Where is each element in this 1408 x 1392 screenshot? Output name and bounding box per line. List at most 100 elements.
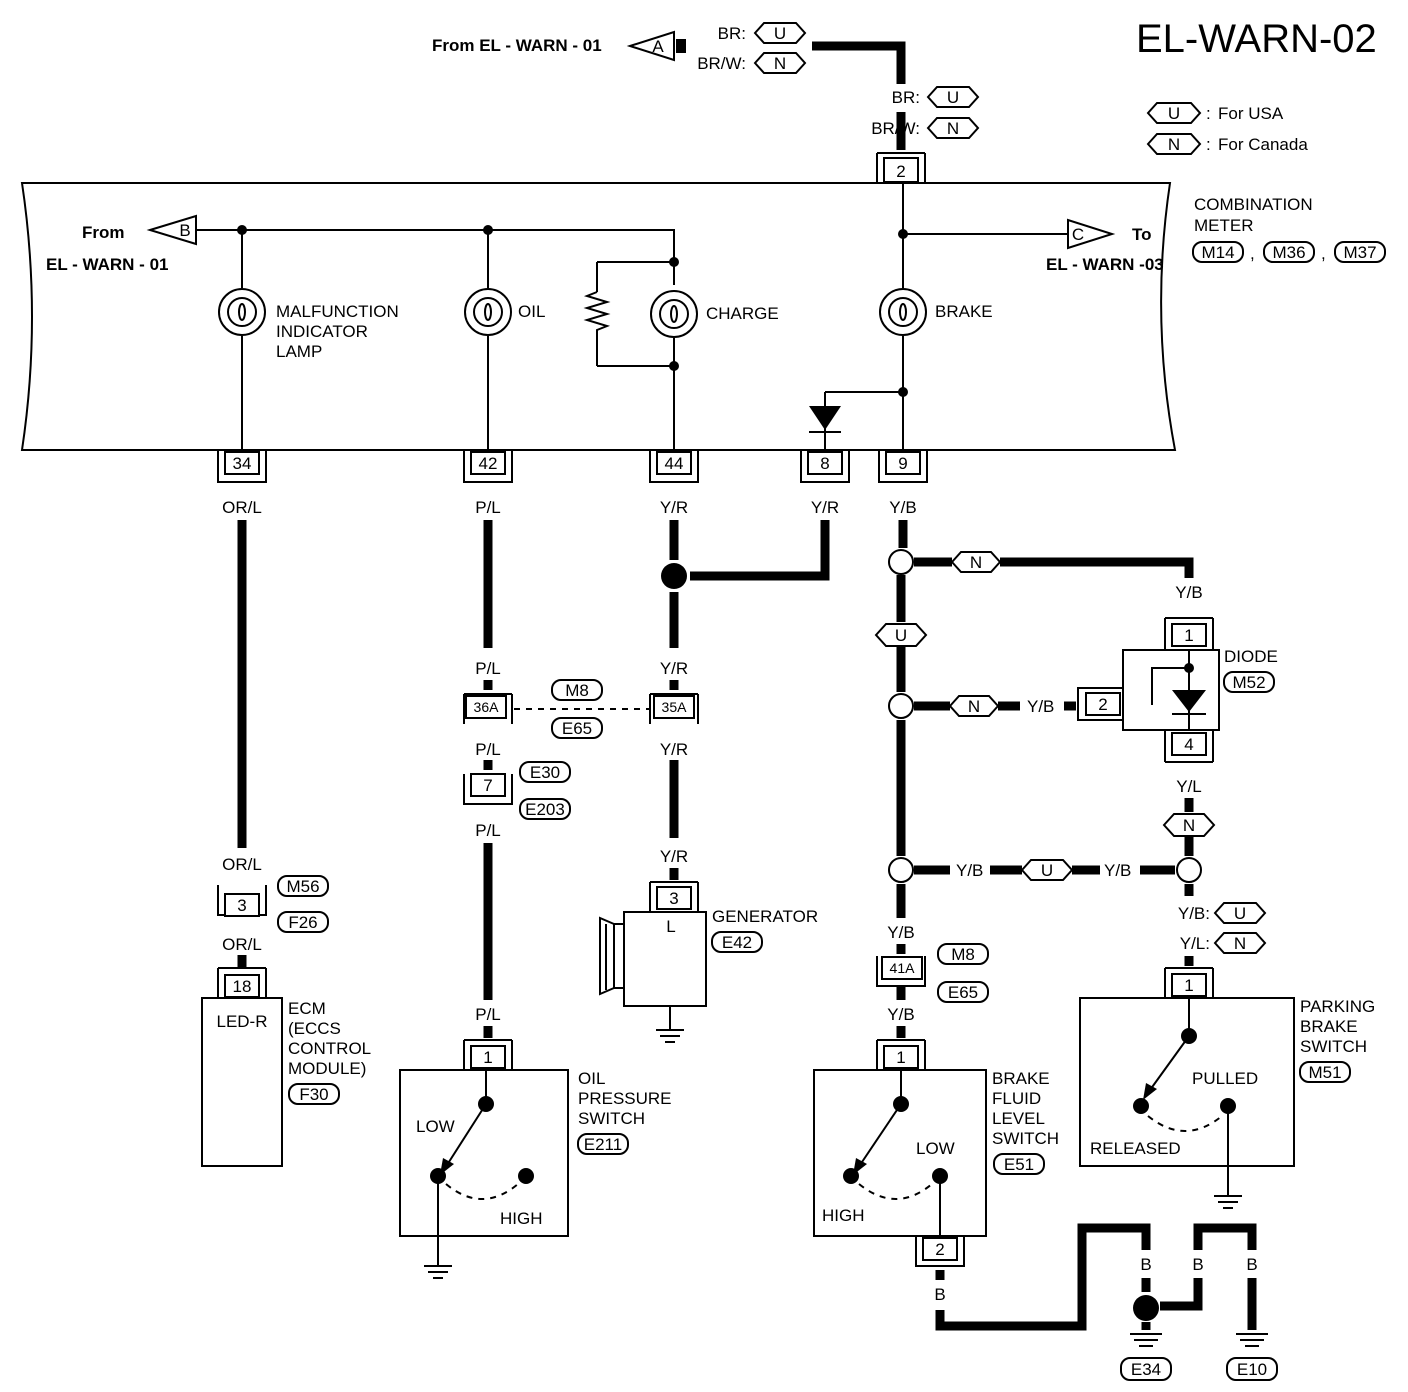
svg-text:BR:: BR:: [718, 24, 746, 43]
svg-text:E51: E51: [1004, 1155, 1034, 1174]
mil-circuit: OR/L OR/L 3 M56 F26 OR/L 18: [217, 498, 329, 998]
brake-fluid-level-switch: LOW HIGH BRAKE FLUID LEVEL SWITCH E51 2 …: [813, 1069, 1059, 1304]
svg-text:GENERATOR: GENERATOR: [712, 907, 818, 926]
svg-text:E30: E30: [530, 763, 560, 782]
svg-text:BRAKE: BRAKE: [992, 1069, 1050, 1088]
oil-circuit: P/L P/L 36A M8 E65 P/L 7 E30 E203 P/L P/…: [463, 498, 650, 1070]
svg-text:OR/L: OR/L: [222, 935, 262, 954]
svg-text:Y/B: Y/B: [887, 923, 914, 942]
svg-text:N: N: [970, 553, 982, 572]
svg-text:M52: M52: [1232, 673, 1265, 692]
svg-text:N: N: [774, 54, 786, 73]
svg-text:,: ,: [1321, 244, 1326, 263]
svg-text:COMBINATION: COMBINATION: [1194, 195, 1313, 214]
svg-text:N: N: [1234, 934, 1246, 953]
ref-from-b: From EL - WARN - 01 B: [46, 214, 197, 274]
top-feed: From EL - WARN - 01 A BR: U BR/W: N BR: …: [432, 22, 980, 183]
svg-text:3: 3: [669, 889, 678, 908]
svg-text:SWITCH: SWITCH: [1300, 1037, 1367, 1056]
ground-circuit: B B B E34 E10: [935, 1223, 1278, 1381]
svg-text:From: From: [82, 223, 125, 242]
svg-text:2: 2: [896, 162, 905, 181]
svg-text:1: 1: [483, 1048, 492, 1067]
svg-text:DIODE: DIODE: [1224, 647, 1278, 666]
legend-usa: For USA: [1218, 104, 1284, 123]
svg-text:N: N: [968, 697, 980, 716]
svg-text:From EL - WARN - 01: From EL - WARN - 01: [432, 36, 602, 55]
svg-text:EL - WARN -03: EL - WARN -03: [1046, 255, 1164, 274]
brake-circuit: Y/B N Y/B U N Y/B Y/B U Y/B Y/B 41A: [874, 498, 1203, 1070]
svg-text:Y/L:: Y/L:: [1180, 934, 1210, 953]
legend: U : For USA N : For Canada: [1146, 102, 1308, 155]
svg-text:E211: E211: [584, 1135, 622, 1154]
svg-text:44: 44: [665, 454, 684, 473]
svg-text:Y/B: Y/B: [956, 861, 983, 880]
svg-text:36A: 36A: [474, 699, 500, 715]
svg-text:A: A: [652, 37, 664, 56]
legend-canada: For Canada: [1218, 135, 1308, 154]
svg-text:L: L: [666, 917, 675, 936]
svg-text:BR/W:: BR/W:: [871, 119, 920, 138]
page-title: EL-WARN-02: [1136, 17, 1377, 61]
svg-text:PARKING: PARKING: [1300, 997, 1375, 1016]
svg-text:OIL: OIL: [518, 302, 545, 321]
parking-brake-switch: PULLED RELEASED PARKING BRAKE SWITCH M51: [1079, 997, 1375, 1209]
svg-text:SWITCH: SWITCH: [992, 1129, 1059, 1148]
svg-text:E10: E10: [1237, 1360, 1267, 1379]
svg-text:C: C: [1072, 225, 1084, 244]
combination-meter-label: COMBINATION METER M14 , M36 , M37: [1192, 195, 1386, 263]
oil-pressure-switch: LOW HIGH OIL PRESSURE SWITCH E211: [399, 1069, 672, 1279]
svg-text:B: B: [179, 221, 190, 240]
svg-text:M14: M14: [1201, 243, 1234, 262]
svg-text:FLUID: FLUID: [992, 1089, 1041, 1108]
svg-text:U: U: [774, 24, 786, 43]
svg-text:F30: F30: [299, 1085, 328, 1104]
svg-text:BRAKE: BRAKE: [1300, 1017, 1358, 1036]
svg-text:PULLED: PULLED: [1192, 1069, 1258, 1088]
svg-text:Y/R: Y/R: [811, 498, 839, 517]
svg-text:1: 1: [1184, 976, 1193, 995]
svg-text:B: B: [1246, 1255, 1257, 1274]
svg-text:HIGH: HIGH: [822, 1206, 865, 1225]
svg-text:Y/L: Y/L: [1176, 777, 1202, 796]
svg-text:Y/B: Y/B: [1027, 697, 1054, 716]
svg-text:B: B: [934, 1285, 945, 1304]
svg-text:CHARGE: CHARGE: [706, 304, 779, 323]
svg-text:CONTROL: CONTROL: [288, 1039, 371, 1058]
svg-text:LAMP: LAMP: [276, 342, 322, 361]
svg-text:ECM: ECM: [288, 999, 326, 1018]
svg-text:Y/B: Y/B: [889, 498, 916, 517]
svg-text:2: 2: [935, 1240, 944, 1259]
svg-text:(ECCS: (ECCS: [288, 1019, 341, 1038]
svg-text:P/L: P/L: [475, 740, 501, 759]
svg-text:U: U: [895, 626, 907, 645]
svg-text:LEVEL: LEVEL: [992, 1109, 1045, 1128]
svg-text:EL - WARN - 01: EL - WARN - 01: [46, 255, 168, 274]
svg-text:M51: M51: [1308, 1063, 1341, 1082]
svg-text:8: 8: [820, 454, 829, 473]
svg-text:LOW: LOW: [416, 1117, 455, 1136]
meter-internal-wiring: [196, 183, 1068, 450]
svg-text:N: N: [947, 119, 959, 138]
meter-pins-bottom: 34 42 44 8 9: [217, 450, 928, 483]
generator: L GENERATOR E42: [599, 907, 818, 1043]
svg-text:LOW: LOW: [916, 1139, 955, 1158]
svg-text:E65: E65: [948, 983, 978, 1002]
svg-text:1: 1: [1184, 626, 1193, 645]
svg-text:INDICATOR: INDICATOR: [276, 322, 368, 341]
lamp-mil: MALFUNCTION INDICATOR LAMP: [218, 288, 399, 361]
ecm-box: LED-R ECM (ECCS CONTROL MODULE) F30: [201, 997, 371, 1167]
svg-text:M56: M56: [286, 877, 319, 896]
lamp-oil: OIL: [464, 288, 545, 336]
svg-text:METER: METER: [1194, 216, 1254, 235]
svg-text:LED-R: LED-R: [216, 1012, 267, 1031]
ref-to-c: C To EL - WARN -03: [1046, 218, 1164, 274]
svg-text:M37: M37: [1343, 243, 1376, 262]
svg-text:Y/R: Y/R: [660, 498, 688, 517]
svg-text:,: ,: [1250, 244, 1255, 263]
combination-meter-housing: [20, 182, 1177, 451]
svg-text:MODULE): MODULE): [288, 1059, 366, 1078]
svg-text:Y/R: Y/R: [660, 740, 688, 759]
svg-text:N: N: [1183, 816, 1195, 835]
diode-m52: 1 2 4 DIODE M52 Y/L N Y/B: U Y/L: N 1: [1077, 617, 1278, 998]
